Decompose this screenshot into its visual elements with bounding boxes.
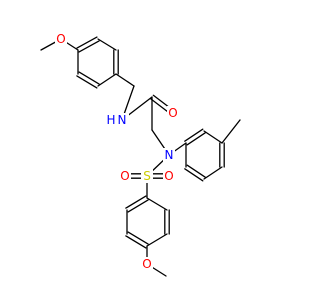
atom-label-s: S bbox=[143, 169, 151, 183]
bond-2b bbox=[76, 36, 98, 49]
bond-15b bbox=[184, 128, 204, 142]
atom-label-layer: O H N O N O S bbox=[55, 32, 179, 271]
atom-label-n-amide: N bbox=[118, 113, 127, 127]
bond-2a bbox=[78, 40, 100, 53]
atom-label-n-sulfonamide: N bbox=[165, 148, 174, 162]
bond-15a bbox=[186, 132, 206, 146]
bond-26b bbox=[127, 199, 149, 213]
molecule-diagram: O H N O N O S bbox=[40, 32, 241, 277]
bond-26a bbox=[125, 195, 147, 209]
atom-label-o-sulfonyl-right: O bbox=[164, 169, 173, 183]
bond-18 bbox=[203, 166, 223, 180]
atom-s: S bbox=[141, 169, 153, 183]
atom-n-sulfonamide: N bbox=[163, 148, 175, 162]
bond-8 bbox=[115, 73, 135, 87]
bond-16 bbox=[203, 130, 223, 144]
bond-28a bbox=[125, 235, 147, 249]
atom-nh: H N bbox=[105, 113, 129, 127]
atom-label-o-bottom: O bbox=[142, 257, 151, 271]
atom-label-o-sulfonyl-left: O bbox=[120, 169, 129, 183]
bond-29 bbox=[146, 233, 168, 247]
atom-label-o-carbonyl: O bbox=[168, 106, 177, 120]
atom-label-o-top: O bbox=[56, 32, 65, 46]
bond-28b bbox=[127, 231, 149, 245]
atom-o-sulfonyl-right: O bbox=[163, 169, 175, 183]
bond-layer bbox=[40, 36, 241, 277]
atom-o-carbonyl: O bbox=[167, 106, 179, 120]
bond-21 bbox=[221, 119, 241, 144]
atom-o-bottom: O bbox=[141, 257, 153, 271]
bond-19b bbox=[184, 168, 204, 182]
atom-label-h: H bbox=[106, 113, 115, 127]
bond-19a bbox=[186, 164, 206, 178]
atom-o-top: O bbox=[55, 32, 67, 46]
atom-o-sulfonyl-left: O bbox=[119, 169, 131, 183]
structure-drawing: O H N O N O S bbox=[40, 32, 241, 277]
bond-6a bbox=[78, 71, 100, 85]
bond-31 bbox=[146, 197, 168, 211]
bond-3 bbox=[97, 38, 117, 51]
bond-6b bbox=[76, 75, 98, 89]
bond-5 bbox=[97, 73, 117, 87]
